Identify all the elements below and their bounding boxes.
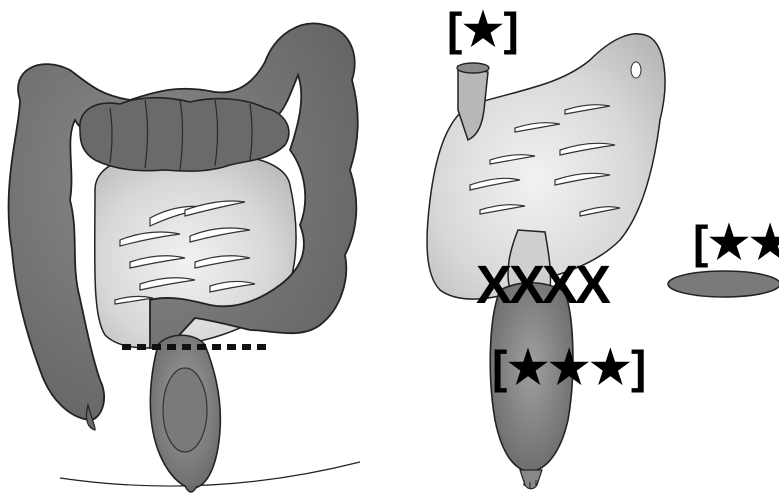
label-triple-star: [★★★] [492,341,646,393]
bowel-opening [631,62,641,78]
label-single-star: [★] [447,3,519,55]
detached-segment [668,271,779,297]
cut-marks: XXXX [476,255,611,315]
anus-left [185,486,197,492]
anus-right [520,470,542,489]
label-double-star: [★★] [693,216,779,268]
right-figure: [★] [★★] XXXX [★★★] [427,3,779,489]
rectum-lumen [163,368,207,452]
stoma-pipe-opening [457,63,489,73]
left-figure [9,23,360,492]
